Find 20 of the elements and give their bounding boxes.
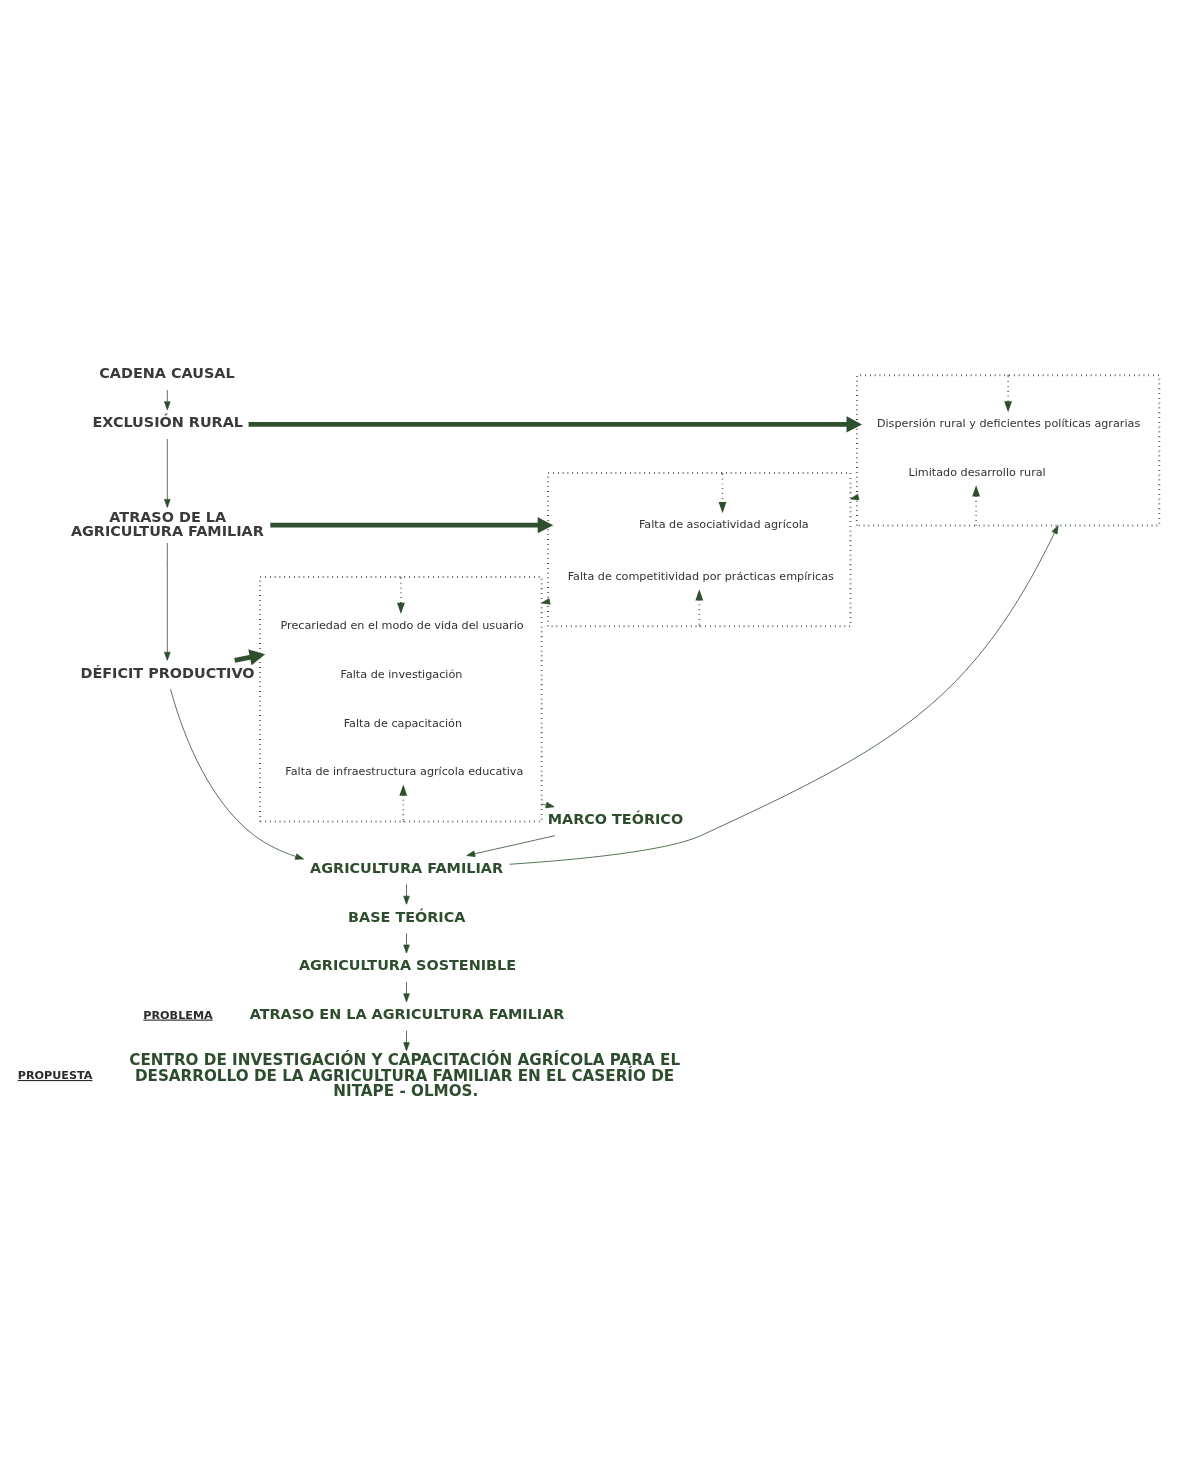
node-text: BASE TEÓRICA [348, 908, 466, 925]
node-text: AGRICULTURA SOSTENIBLE [298, 956, 517, 973]
node-text: MARCO TEÓRICO [547, 810, 684, 827]
label: PROBLEMA [143, 1008, 213, 1022]
node-text: CADENA CAUSAL [99, 364, 235, 381]
node-text: Falta de investigación [340, 667, 463, 681]
node-text: AGRICULTURA FAMILIAR [310, 859, 503, 876]
node-text: Limitado desarrollo rural [908, 465, 1046, 479]
label: PROPUESTA [17, 1068, 93, 1082]
node-text: Falta de competitividad por prácticas empíricas [567, 569, 834, 583]
node-text: Falta de infraestructura agrícola educativa [285, 764, 524, 778]
node-text: DÉFICIT PRODUCTIVO [80, 664, 255, 681]
node-text: EXCLUSIÓN RURAL [92, 413, 243, 430]
node-text: ATRASO EN LA AGRICULTURA FAMILIAR [249, 1005, 565, 1022]
node-text: Dispersión rural y deficientes políticas agrarias [876, 416, 1141, 430]
node-text: Falta de capacitación [343, 716, 463, 730]
node-text: Precariedad en el modo de vida del usuario [280, 618, 524, 632]
node-text: Falta de asociatividad agrícola [638, 517, 809, 531]
node-text: CENTRO DE INVESTIGACIÓN Y CAPACITACIÓN AGRÍCOLA PARA EL DESARROLLO DE LA AGRICULTURA FAMILIAR EN EL CASERÍO DE NITAPE - OLMOS. [129, 1050, 681, 1100]
node-text: ATRASO DE LA AGRICULTURA FAMILIAR [70, 508, 264, 539]
